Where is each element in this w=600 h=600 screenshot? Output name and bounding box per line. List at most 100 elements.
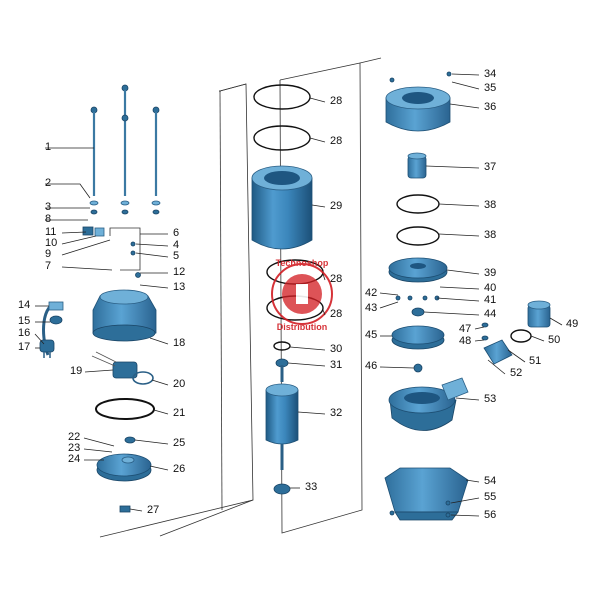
leader-line	[297, 411, 326, 415]
leader-line	[61, 266, 113, 271]
part-number-label: 28	[330, 308, 342, 320]
leader-line	[61, 239, 111, 256]
callout-11: 11	[45, 226, 87, 238]
leader-line	[134, 439, 169, 445]
callout-19: 19	[70, 365, 114, 377]
part-number-label: 52	[510, 367, 522, 379]
part-number-label: 36	[484, 101, 496, 113]
leader-line	[423, 311, 480, 316]
nut-icon	[90, 209, 98, 215]
part-number-label: 53	[484, 393, 496, 405]
long-bolt-center	[121, 84, 129, 196]
part-number-label: 18	[173, 337, 185, 349]
part-number-label: 4	[173, 239, 179, 251]
long-bolt-mid	[121, 114, 129, 122]
callout-48: 48	[459, 335, 485, 347]
leader-line	[309, 137, 326, 143]
part-number-label: 37	[484, 161, 496, 173]
callout-22: 22	[68, 431, 115, 447]
leader-line	[549, 317, 563, 326]
leader-line	[135, 252, 169, 258]
leader-line	[474, 339, 485, 342]
leader-line	[474, 326, 485, 330]
callout-17: 17	[18, 341, 40, 353]
callout-7: 7	[45, 260, 113, 272]
leader-line	[83, 448, 113, 453]
part-number-label: 35	[484, 82, 496, 94]
cable-grommet-icon	[48, 301, 64, 311]
discharge-outlet	[527, 300, 551, 328]
part-number-label: 22	[68, 431, 80, 443]
impeller-nut-icon	[413, 363, 423, 373]
gasket-ring-icon	[253, 84, 311, 110]
callout-40: 40	[439, 282, 496, 294]
left-assembly	[39, 84, 161, 513]
callout-42: 42	[365, 287, 399, 299]
watermark-line2: Distribution	[277, 322, 328, 332]
callout-34: 34	[451, 68, 496, 80]
callout-32: 32	[297, 407, 342, 419]
part-number-label: 1	[45, 141, 51, 153]
leader-line	[379, 292, 399, 296]
part-number-label: 13	[173, 281, 185, 293]
leader-line	[149, 465, 169, 471]
screw-icon	[135, 272, 141, 278]
motor-top-cover	[92, 289, 157, 342]
part-number-label: 44	[484, 308, 496, 320]
leader-line	[322, 309, 326, 316]
o-ring-icon	[396, 194, 440, 214]
callout-53: 53	[455, 393, 496, 405]
callout-27: 27	[129, 504, 159, 516]
leader-line	[455, 397, 480, 401]
callout-16: 16	[18, 327, 45, 345]
nut-icon	[121, 209, 129, 215]
screw-icon	[389, 77, 395, 83]
callout-30: 30	[289, 343, 342, 355]
part-number-label: 12	[173, 266, 185, 278]
part-number-label: 31	[330, 359, 342, 371]
callout-12: 12	[140, 266, 185, 278]
part-number-label: 20	[173, 378, 185, 390]
clamp-block-icon	[82, 226, 94, 236]
callout-47: 47	[459, 323, 485, 335]
washer-icon	[151, 200, 161, 206]
bearing-icon	[124, 436, 136, 444]
callout-49: 49	[549, 317, 578, 330]
pump-base	[384, 467, 469, 521]
leader-line	[309, 97, 326, 103]
leader-line	[45, 183, 91, 199]
part-number-label: 45	[365, 329, 377, 341]
callout-10: 10	[45, 235, 97, 249]
callout-21: 21	[153, 407, 185, 419]
screw-icon	[130, 241, 136, 247]
leader-line	[135, 243, 169, 247]
leader-line	[449, 103, 480, 109]
flange-icon	[483, 339, 513, 365]
callout-8: 8	[45, 213, 88, 225]
part-number-label: 47	[459, 323, 471, 335]
callout-46: 46	[365, 360, 415, 372]
leader-line	[446, 269, 480, 275]
clip-ring-icon	[132, 371, 154, 385]
leader-line	[438, 233, 480, 237]
flange-gasket-icon	[510, 329, 532, 343]
o-ring-icon	[95, 398, 155, 420]
part-number-label: 32	[330, 407, 342, 419]
callout-14: 14	[18, 299, 49, 311]
callout-38b: 38	[438, 229, 496, 241]
callout-29: 29	[311, 200, 342, 212]
callout-3: 3	[45, 201, 90, 213]
callout-5: 5	[135, 250, 179, 262]
callout-28d: 28	[322, 308, 342, 320]
key-icon	[119, 505, 131, 513]
leader-line	[379, 301, 399, 309]
washer-icon	[120, 200, 130, 206]
part-number-label: 28	[330, 273, 342, 285]
callout-13: 13	[139, 281, 185, 293]
part-number-label: 27	[147, 504, 159, 516]
long-bolt-1	[90, 106, 98, 196]
leader-line	[450, 497, 480, 504]
callout-37: 37	[425, 161, 496, 173]
watermark-line1: Technoshop	[276, 258, 329, 268]
